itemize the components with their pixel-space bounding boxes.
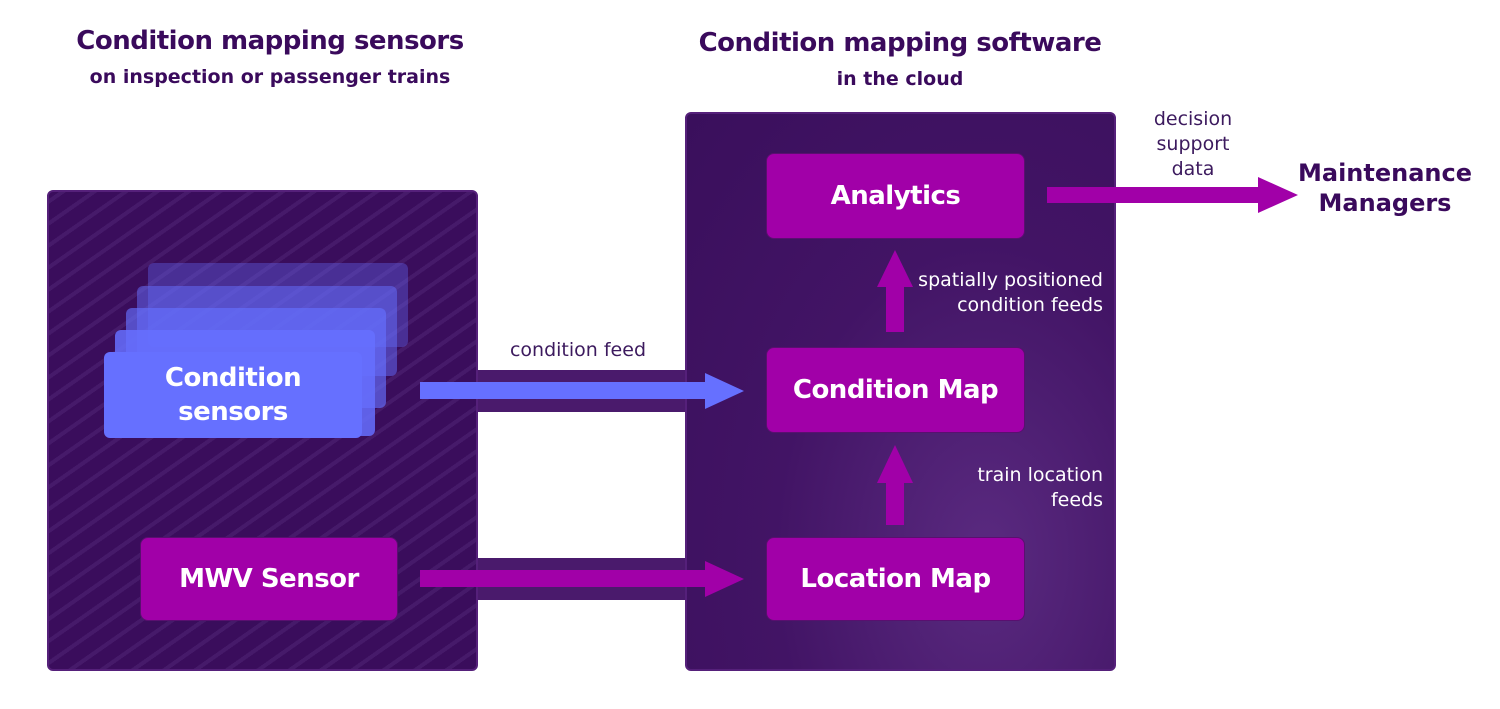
location-map-node[interactable]: Location Map (766, 537, 1025, 621)
right-section-title: Condition mapping software (698, 28, 1102, 58)
condition-map-node[interactable]: Condition Map (766, 347, 1025, 433)
train-location-arrow (877, 445, 913, 525)
decision-support-label: decision support data (1153, 108, 1233, 180)
condition-sensors-node[interactable]: Condition sensors (104, 352, 362, 438)
condition-feed-arrow (420, 373, 744, 409)
left-section-subtitle: on inspection or passenger trains (89, 66, 451, 88)
left-section-title: Condition mapping sensors (76, 26, 464, 56)
maintenance-managers-node[interactable]: Maintenance Managers (1297, 159, 1472, 217)
mwv-arrow (420, 561, 744, 597)
train-location-label: train location feeds (977, 464, 1103, 511)
analytics-node[interactable]: Analytics (766, 153, 1025, 239)
spatial-feeds-arrow (877, 250, 913, 332)
spatial-feeds-label: spatially positioned condition feeds (918, 269, 1103, 316)
mwv-sensor-node[interactable]: MWV Sensor (140, 537, 398, 621)
condition-feed-label: condition feed (509, 339, 646, 361)
decision-support-arrow (1047, 177, 1298, 213)
right-section-subtitle: in the cloud (836, 68, 964, 90)
